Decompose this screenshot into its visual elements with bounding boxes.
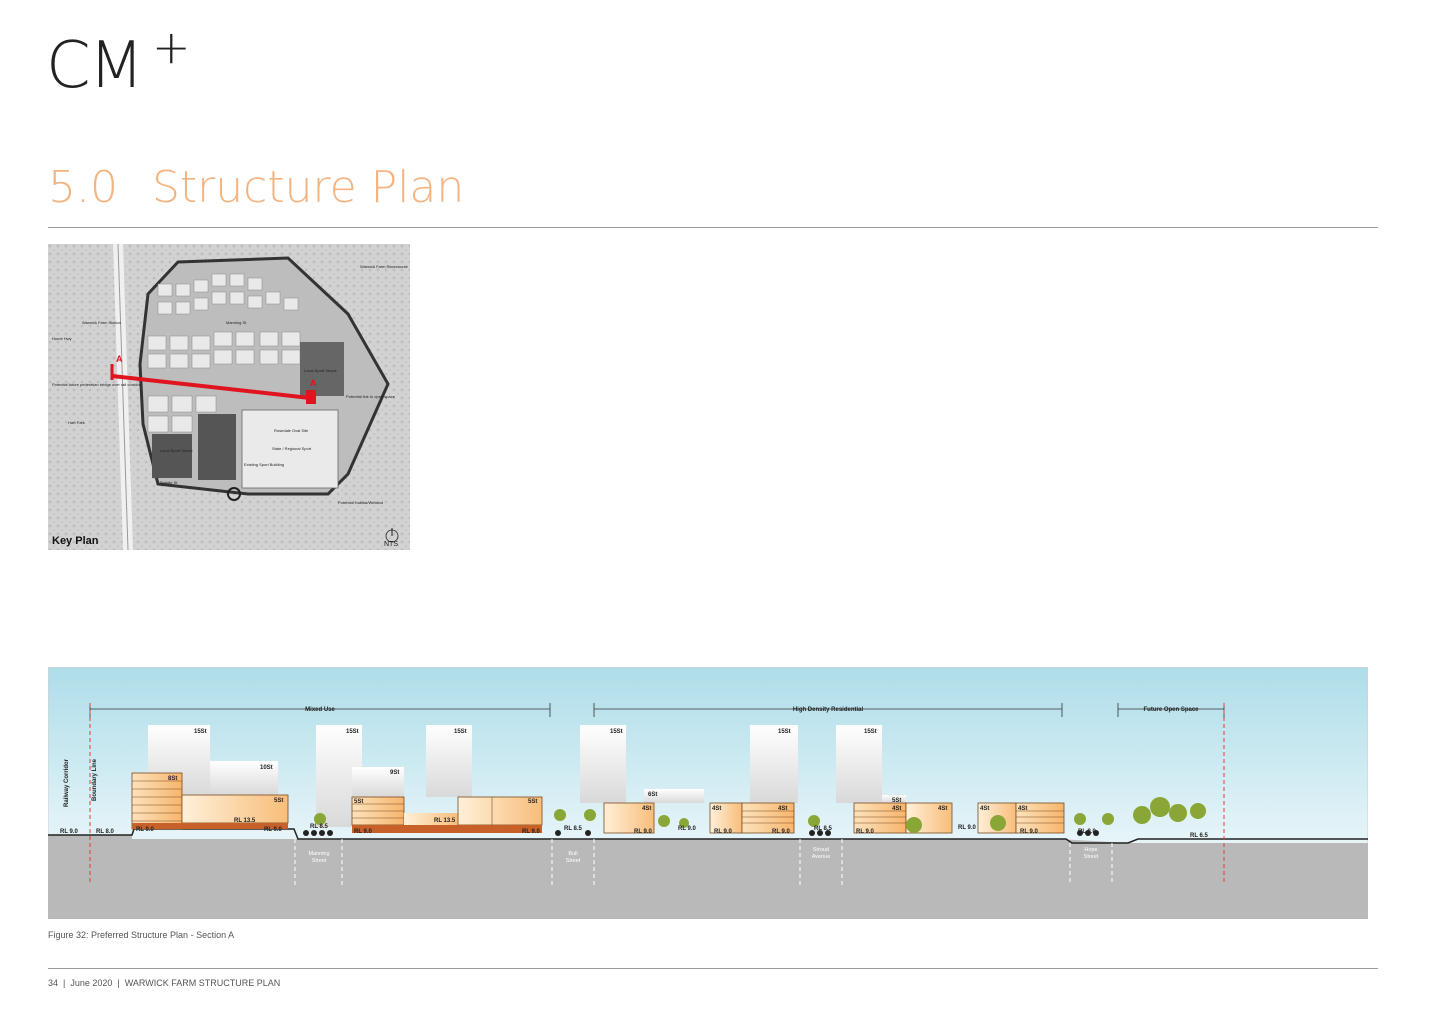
- rl-8-5-b: RL 8.5: [564, 826, 583, 832]
- rl-6-5: RL 6.5: [1190, 833, 1209, 839]
- kp-label-station: Warwick Farm Station: [82, 320, 121, 325]
- storey-5st-a: 5St: [274, 798, 283, 804]
- nts-label: NTS: [384, 541, 398, 548]
- storey-4st-e: 4St: [938, 806, 947, 812]
- street-stroud-1: Stroud: [813, 847, 829, 853]
- rl-9-0-g: RL 9.0: [678, 826, 697, 832]
- storey-4st-b: 4St: [712, 806, 721, 812]
- key-plan-label: Key Plan: [52, 535, 99, 547]
- storey-15st-a: 15St: [194, 729, 207, 735]
- kp-label-rosedale: Rosedale Oval Site: [274, 428, 309, 433]
- key-plan-map: A A Warwick Farm Station Warwick Farm Ra…: [48, 244, 410, 550]
- rl-8-5-a: RL 8.5: [310, 824, 329, 830]
- storey-15st-e: 15St: [778, 729, 791, 735]
- rl-9-0-d: RL 9.0: [354, 829, 373, 835]
- kp-label-existing: Existing Sport Building: [244, 462, 284, 467]
- key-plan-marker-right: A: [310, 378, 317, 388]
- kp-label-racecourse: Warwick Farm Racecourse: [360, 264, 409, 269]
- storey-4st-d: 4St: [892, 806, 901, 812]
- footer-page-number: 34: [48, 978, 59, 988]
- kp-label-sport-venue: Local Sport Venue: [304, 368, 337, 373]
- street-hope-1: Hope: [1084, 847, 1097, 853]
- section-title: Structure Plan: [152, 162, 465, 213]
- key-plan-marker-left: A: [116, 354, 123, 364]
- storey-15st-c: 15St: [454, 729, 467, 735]
- rl-9-0-h: RL 9.0: [714, 829, 733, 835]
- kp-label-regional: State / Regional Sport: [272, 446, 312, 451]
- rl-13-5-a: RL 13.5: [234, 818, 256, 824]
- storey-15st-d: 15St: [610, 729, 623, 735]
- section-svg: Mixed Use High Density Residential Futur…: [47, 666, 1369, 920]
- rl-9-0-l: RL 9.0: [1020, 829, 1039, 835]
- cm-logo: CM+: [46, 24, 191, 98]
- section-a-drawing: Mixed Use High Density Residential Futur…: [47, 666, 1369, 920]
- storey-4st-c: 4St: [778, 806, 787, 812]
- footer-date: June 2020: [70, 978, 113, 988]
- logo-plus: +: [152, 20, 191, 74]
- street-bull-1: Bull: [568, 851, 577, 857]
- rl-9-0-e: RL 9.0: [522, 829, 541, 835]
- street-hope-2: Street: [1084, 854, 1099, 860]
- kp-label-bridge: Potential future pedestrian bridge over …: [52, 382, 142, 387]
- zone-high-density: High Density Residential: [793, 707, 864, 713]
- storey-5st-c: 5St: [528, 799, 537, 805]
- logo-text: CM: [46, 29, 144, 103]
- street-stroud-2: Avenue: [812, 854, 831, 860]
- storey-5st-d: 5St: [892, 798, 901, 804]
- zone-open-space: Future Open Space: [1143, 707, 1199, 713]
- rl-9-0-f: RL 9.0: [634, 829, 653, 835]
- kp-label-priddle: Priddle St: [160, 480, 178, 485]
- storey-8st: 8St: [168, 776, 177, 782]
- rl-8-5-c: RL 8.5: [814, 826, 833, 832]
- storey-4st-a: 4St: [642, 806, 651, 812]
- storey-6st: 6St: [648, 792, 657, 798]
- page-footer: 34|June 2020|WARWICK FARM STRUCTURE PLAN: [48, 978, 281, 988]
- storey-15st-b: 15St: [346, 729, 359, 735]
- kp-label-hume: Hume Hwy: [52, 336, 72, 341]
- figure-caption: Figure 32: Preferred Structure Plan - Se…: [48, 930, 235, 940]
- rl-9-0-i: RL 9.0: [772, 829, 791, 835]
- zone-mixed-use: Mixed Use: [305, 707, 335, 713]
- kp-label-local-venue: Local Sport Venue: [160, 448, 193, 453]
- storey-5st-b: 5St: [354, 799, 363, 805]
- kp-label-hart-park: Hart Park: [68, 420, 85, 425]
- street-manning-1: Manning: [308, 851, 329, 857]
- storey-15st-f: 15St: [864, 729, 877, 735]
- kp-label-manning: Manning St: [226, 320, 247, 325]
- rl-9-0-c: RL 9.0: [264, 827, 283, 833]
- street-bull-2: Street: [566, 858, 581, 864]
- rl-9-0-k: RL 9.0: [958, 825, 977, 831]
- rl-13-5-b: RL 13.5: [434, 818, 456, 824]
- storey-4st-g: 4St: [1018, 806, 1027, 812]
- storey-9st: 9St: [390, 770, 399, 776]
- rl-9-0-a: RL 9.0: [60, 829, 79, 835]
- footer-doc-title: WARWICK FARM STRUCTURE PLAN: [124, 978, 281, 988]
- key-plan-drawing: A A Warwick Farm Station Warwick Farm Ra…: [48, 244, 410, 550]
- kp-label-habitat: Potential Habitat/Wetland: [338, 500, 383, 505]
- rl-9-0-b: RL 9.0: [136, 827, 155, 833]
- storey-10st: 10St: [260, 765, 273, 771]
- rl-8-0-b: RL 8.0: [1078, 829, 1097, 835]
- label-railway-corridor: Railway Corridor: [64, 758, 70, 807]
- rl-9-0-j: RL 9.0: [856, 829, 875, 835]
- title-divider: [48, 227, 1378, 228]
- label-boundary-line: Boundary Line: [92, 758, 98, 801]
- rl-8-0-a: RL 8.0: [96, 829, 115, 835]
- section-number: 5.0: [48, 162, 118, 213]
- footer-divider: [48, 968, 1378, 969]
- storey-4st-f: 4St: [980, 806, 989, 812]
- street-manning-2: Street: [312, 858, 327, 864]
- kp-label-link: Potential link to open space: [346, 394, 396, 399]
